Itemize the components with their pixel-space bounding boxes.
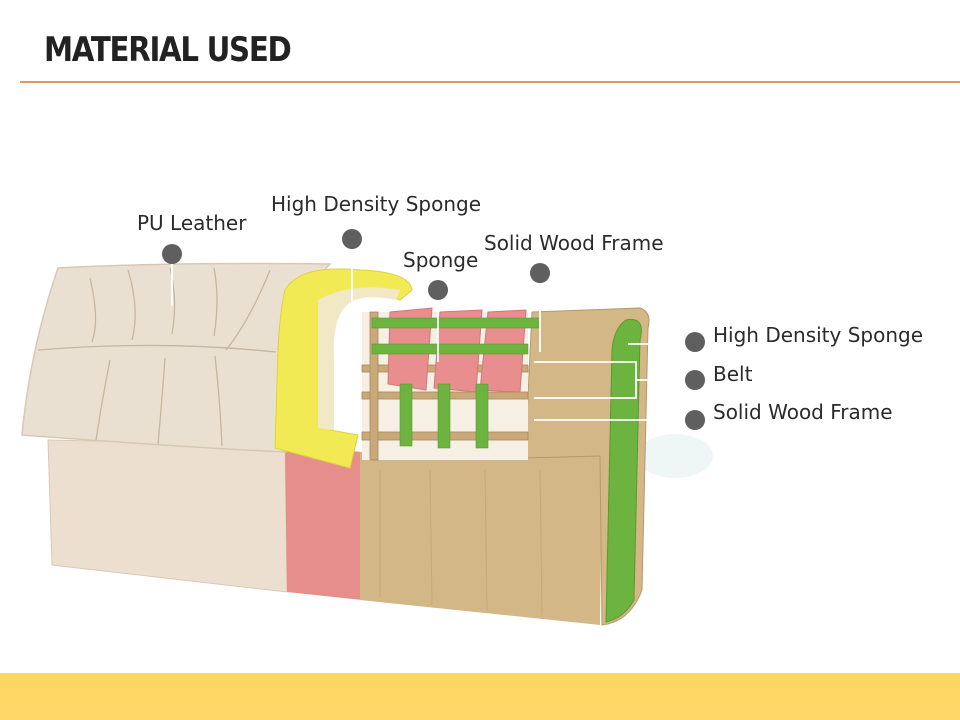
base-sponge-panel — [285, 445, 362, 600]
inner-leather-layer — [318, 287, 400, 430]
callout-dot-solid-wood-frame-top — [530, 263, 550, 283]
callout-dot-sponge — [428, 280, 448, 300]
callout-leaders — [171, 243, 694, 421]
callout-dot-high-density-sponge-top — [342, 229, 362, 249]
slide-title: MATERIAL USED — [44, 30, 292, 70]
footer-band — [0, 673, 960, 720]
callout-dot-pu-leather — [162, 244, 182, 264]
base-leather-panel — [47, 439, 288, 593]
label-high-density-sponge-top: High Density Sponge — [271, 192, 481, 216]
title-underline — [20, 81, 960, 83]
leather-stitching — [37, 267, 277, 447]
label-high-density-sponge-right: High Density Sponge — [713, 323, 923, 347]
side-high-density-sponge — [605, 318, 642, 623]
label-sponge: Sponge — [403, 248, 478, 272]
label-solid-wood-frame-top: Solid Wood Frame — [484, 231, 664, 255]
callout-dot-high-density-sponge-right — [685, 332, 705, 352]
callout-dot-solid-wood-frame-right — [685, 410, 705, 430]
label-pu-leather: PU Leather — [137, 211, 247, 235]
base-wood-panel — [360, 452, 602, 625]
floor-shadow — [637, 434, 713, 478]
belts — [371, 317, 541, 449]
callout-dot-belt — [685, 370, 705, 390]
wood-grain — [379, 469, 543, 616]
label-belt: Belt — [713, 362, 753, 386]
pu-leather-cushion — [21, 262, 332, 453]
label-solid-wood-frame-right: Solid Wood Frame — [713, 400, 893, 424]
